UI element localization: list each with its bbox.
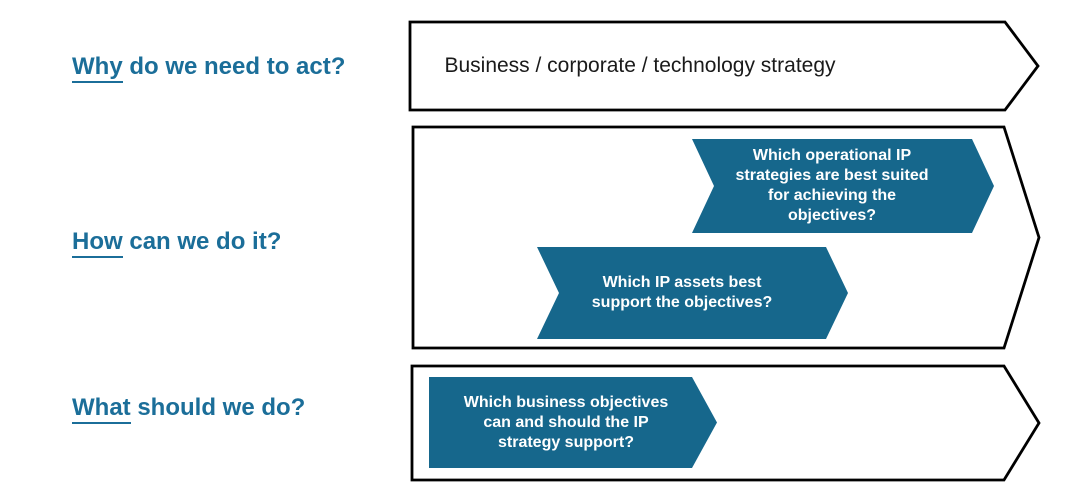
banner-text-strategy: Business / corporate / technology strate… bbox=[444, 54, 836, 77]
question-what-keyword: What bbox=[72, 394, 131, 424]
banner-arrow-why bbox=[408, 20, 1040, 112]
question-why-keyword: Why bbox=[72, 53, 123, 83]
question-why: Why do we need to act? bbox=[72, 52, 345, 83]
chevron-ip-assets bbox=[537, 247, 848, 339]
question-how-keyword: How bbox=[72, 228, 123, 258]
question-why-rest: do we need to act? bbox=[122, 53, 346, 80]
question-what-rest: should we do? bbox=[130, 394, 306, 421]
chevron-text-operational-ip: Which operational IP strategies are best… bbox=[735, 147, 929, 224]
question-how-rest: can we do it? bbox=[122, 228, 282, 255]
question-what: What should we do? bbox=[72, 393, 305, 424]
chevron-business-objectives bbox=[429, 377, 717, 468]
chevron-operational-ip-strategies bbox=[692, 139, 994, 233]
question-how: How can we do it? bbox=[72, 227, 281, 258]
chevron-text-ip-assets: Which IP assets best support the objecti… bbox=[591, 274, 773, 311]
chevron-text-business-objectives: Which business objectives can and should… bbox=[463, 393, 669, 451]
